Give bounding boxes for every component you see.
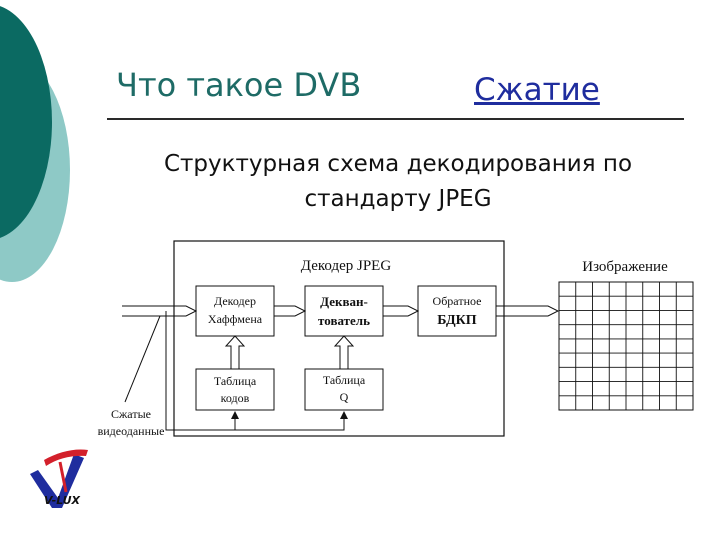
vertical-arrows <box>224 335 355 369</box>
logo-mark-stroke <box>58 461 68 493</box>
idct-line-2: БДКП <box>437 313 477 328</box>
output-arrow <box>496 305 560 317</box>
arrow-huffman-to-dequant <box>274 305 307 317</box>
decoder-label: Декодер JPEG <box>301 258 392 274</box>
subtitle-line-2: стандарту JPEG <box>304 186 492 212</box>
q-table-block <box>304 368 384 411</box>
input-arrow <box>122 305 198 317</box>
dequant-line-2: тователь <box>318 313 370 328</box>
huffman-line-2: Хаффмена <box>208 312 263 326</box>
qtable-line-2: Q <box>340 390 349 404</box>
v-lux-logo: V-LUX <box>30 449 88 508</box>
slide-subtitle: Структурная схема декодирования по станд… <box>100 147 696 217</box>
input-label-line-1: Сжатые <box>111 407 151 421</box>
image-grid <box>558 281 694 411</box>
idct-line-1: Обратное <box>433 294 482 308</box>
logo-mark-blue <box>30 454 84 508</box>
logo-mark-red <box>44 449 88 466</box>
decorative-circles <box>0 6 70 282</box>
codes-line-2: кодов <box>221 391 250 405</box>
subtitle-line-1: Структурная схема декодирования по <box>163 151 633 177</box>
image-label: Изображение <box>582 259 668 275</box>
arrow-codes-to-huffman <box>224 335 246 369</box>
dequant-line-1: Декван- <box>320 294 368 309</box>
table-feed-lines <box>165 311 348 431</box>
logo-text: V-LUX <box>44 494 81 507</box>
slide-title: Что такое DVB <box>116 66 362 104</box>
qtable-line-1: Таблица <box>323 373 366 387</box>
codes-line-1: Таблица <box>214 374 257 388</box>
input-pointer-line <box>124 315 161 403</box>
title-divider <box>107 118 684 120</box>
decoder-frame <box>173 240 505 437</box>
input-label-line-2: видеоданные <box>98 424 165 438</box>
huffman-line-1: Декодер <box>214 294 256 308</box>
horizontal-arrows <box>122 305 560 317</box>
arrow-dequant-to-idct <box>383 305 420 317</box>
code-table-block <box>195 368 275 411</box>
decorative-circle-dark <box>0 6 52 238</box>
arrow-qtable-to-dequant <box>333 335 355 369</box>
compression-link[interactable]: Сжатие <box>474 72 600 108</box>
